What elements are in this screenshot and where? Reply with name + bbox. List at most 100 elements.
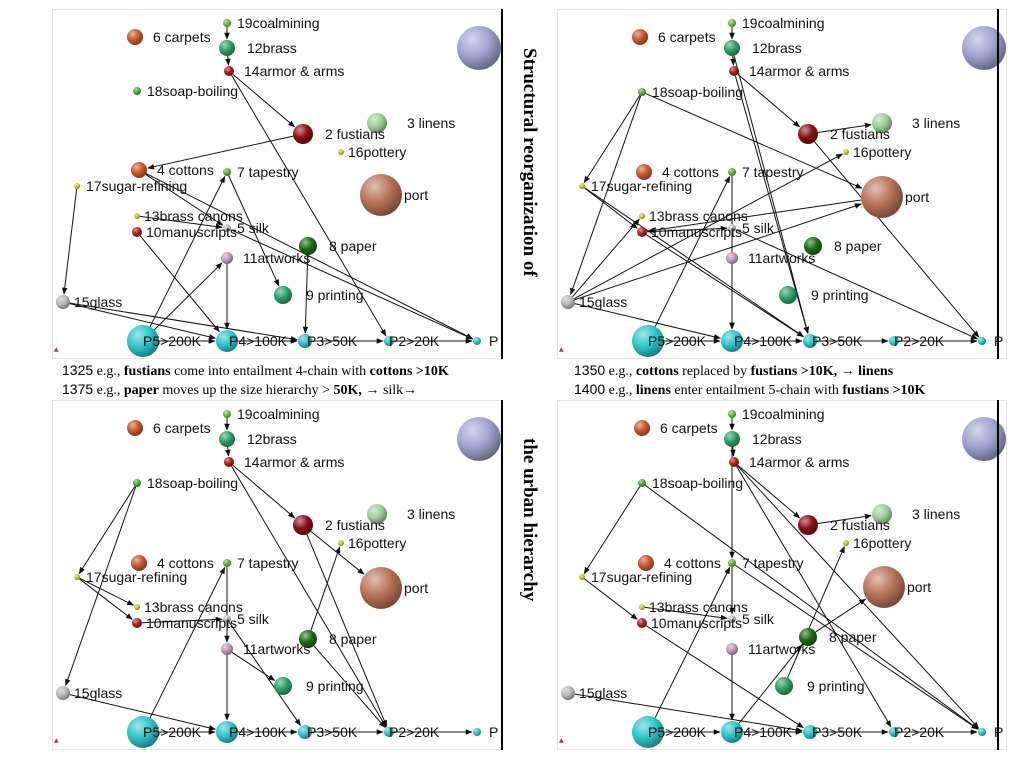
node-label-brass: 12brass — [247, 431, 297, 447]
node-label-linens: 3 linens — [407, 115, 455, 131]
node-sugar — [579, 183, 585, 189]
node-label-soap: 18soap-boiling — [652, 84, 743, 100]
edge-armor-to-p2 — [231, 75, 387, 337]
node-fustians — [798, 124, 818, 144]
node-label-carpets: 6 carpets — [153, 29, 211, 45]
panel-divider-line — [997, 400, 999, 750]
panel-divider-line — [501, 9, 503, 359]
edge-sugar-to-manuscripts — [79, 578, 133, 620]
node-artworks — [726, 252, 738, 264]
node-label-printing: 9 printing — [807, 678, 865, 694]
node-p3 — [803, 334, 817, 348]
node-label-pottery: 16pottery — [853, 144, 911, 160]
node-p5 — [632, 325, 664, 357]
node-label-printing: 9 printing — [306, 287, 364, 303]
edges — [574, 418, 980, 735]
edge-canons-to-silk — [139, 215, 223, 230]
node-canons — [639, 604, 645, 610]
node-canons — [134, 213, 140, 219]
node-manuscripts — [637, 227, 647, 237]
node-port — [861, 176, 903, 218]
node-label-tapestry: 7 tapestry — [742, 164, 803, 180]
node-label-silk: 5 silk — [237, 611, 270, 627]
caption-bold: cottons — [635, 364, 679, 379]
node-label-port: port — [905, 189, 929, 205]
edge-silk-to-p3 — [228, 622, 301, 726]
node-cottons — [131, 555, 147, 571]
edge-glass-to-port — [574, 203, 862, 301]
edge-p5-to-tapestry — [654, 175, 731, 327]
edge-tapestry-to-p — [735, 564, 979, 730]
node-p2 — [384, 336, 394, 346]
node-label-armor: 14armor & arms — [244, 454, 344, 470]
edge-manuscripts-to-p4 — [139, 235, 220, 333]
node-label-tapestry: 7 tapestry — [742, 555, 803, 571]
node-pottery — [338, 149, 344, 155]
node-artworks — [221, 252, 233, 264]
node-linens — [367, 113, 387, 133]
caption-bold: 50K, — [333, 383, 366, 398]
node-manuscripts — [132, 618, 142, 628]
caption-bold: cottons >10K — [369, 364, 449, 379]
caption-text: e.g., — [93, 383, 124, 398]
edge-armor-to-fustians — [232, 73, 296, 128]
node-label-manuscripts: 10manuscripts — [146, 224, 237, 240]
node-printing — [779, 286, 797, 304]
edges — [61, 27, 474, 344]
node-soap — [133, 87, 141, 95]
node-label-cottons: 4 cottons — [662, 164, 719, 180]
node-label-fustians: 2 fustians — [325, 126, 385, 142]
node-label-soap: 18soap-boiling — [652, 475, 743, 491]
node-linens — [872, 504, 892, 524]
node-paper — [299, 237, 317, 255]
node-label-sugar: 17sugar-refining — [591, 569, 692, 585]
edge-armor-to-fustians — [232, 464, 296, 519]
edge-sugar-to-p3 — [584, 187, 804, 337]
edge-soap-to-glass — [570, 95, 642, 296]
software-logo-icon: ▲ — [559, 346, 564, 353]
caption-bold: fustians >10K — [842, 383, 926, 398]
edge-armor-to-p2 — [231, 466, 387, 728]
node-p5 — [632, 716, 664, 748]
edge-glass-to-p4 — [69, 694, 217, 731]
node-label-silk: 5 silk — [237, 220, 270, 236]
node-label-p4: P4>100K — [229, 724, 288, 740]
caption-bold: fustians — [123, 364, 171, 379]
node-artworks — [726, 643, 738, 655]
node-p3 — [803, 725, 817, 739]
edge-sugar-to-manuscripts — [584, 578, 638, 620]
node-coalmining — [223, 19, 231, 27]
edge-soap-to-sugar — [583, 486, 641, 575]
panel-divider-line — [997, 9, 999, 359]
node-label-p3: P3>50K — [307, 724, 358, 740]
edge-glass-to-pottery — [573, 153, 844, 300]
caption-text: e.g., — [605, 383, 636, 398]
caption-text: replaced by — [678, 364, 751, 379]
node-fustians — [293, 515, 313, 535]
software-logo-icon: ▲ — [559, 737, 564, 744]
edge-manuscripts-to-p3 — [645, 234, 804, 338]
caption-1375: 1375 e.g., paper moves up the size hiera… — [62, 381, 417, 399]
node-label-cottons: 4 cottons — [664, 555, 721, 571]
node-label-carpets: 6 carpets — [153, 420, 211, 436]
node-label-glass: 15glass — [579, 294, 627, 310]
caption-bold: linens — [858, 364, 894, 379]
node-label-linens: 3 linens — [912, 506, 960, 522]
node-canons — [639, 213, 645, 219]
edge-fustians-to-cottons — [147, 135, 294, 170]
node-carpets — [127, 420, 143, 436]
node-label-carpets: 6 carpets — [660, 420, 718, 436]
node-label-p2: P2>20K — [894, 333, 945, 349]
node-label-port: port — [404, 187, 428, 203]
node-p — [473, 728, 481, 736]
node-p4 — [721, 330, 743, 352]
node-p3 — [298, 334, 312, 348]
node-lavender — [962, 417, 1006, 461]
node-printing — [274, 677, 292, 695]
node-silk — [728, 615, 736, 623]
node-paper — [799, 628, 817, 646]
node-soap — [638, 479, 646, 487]
node-armor — [729, 457, 739, 467]
